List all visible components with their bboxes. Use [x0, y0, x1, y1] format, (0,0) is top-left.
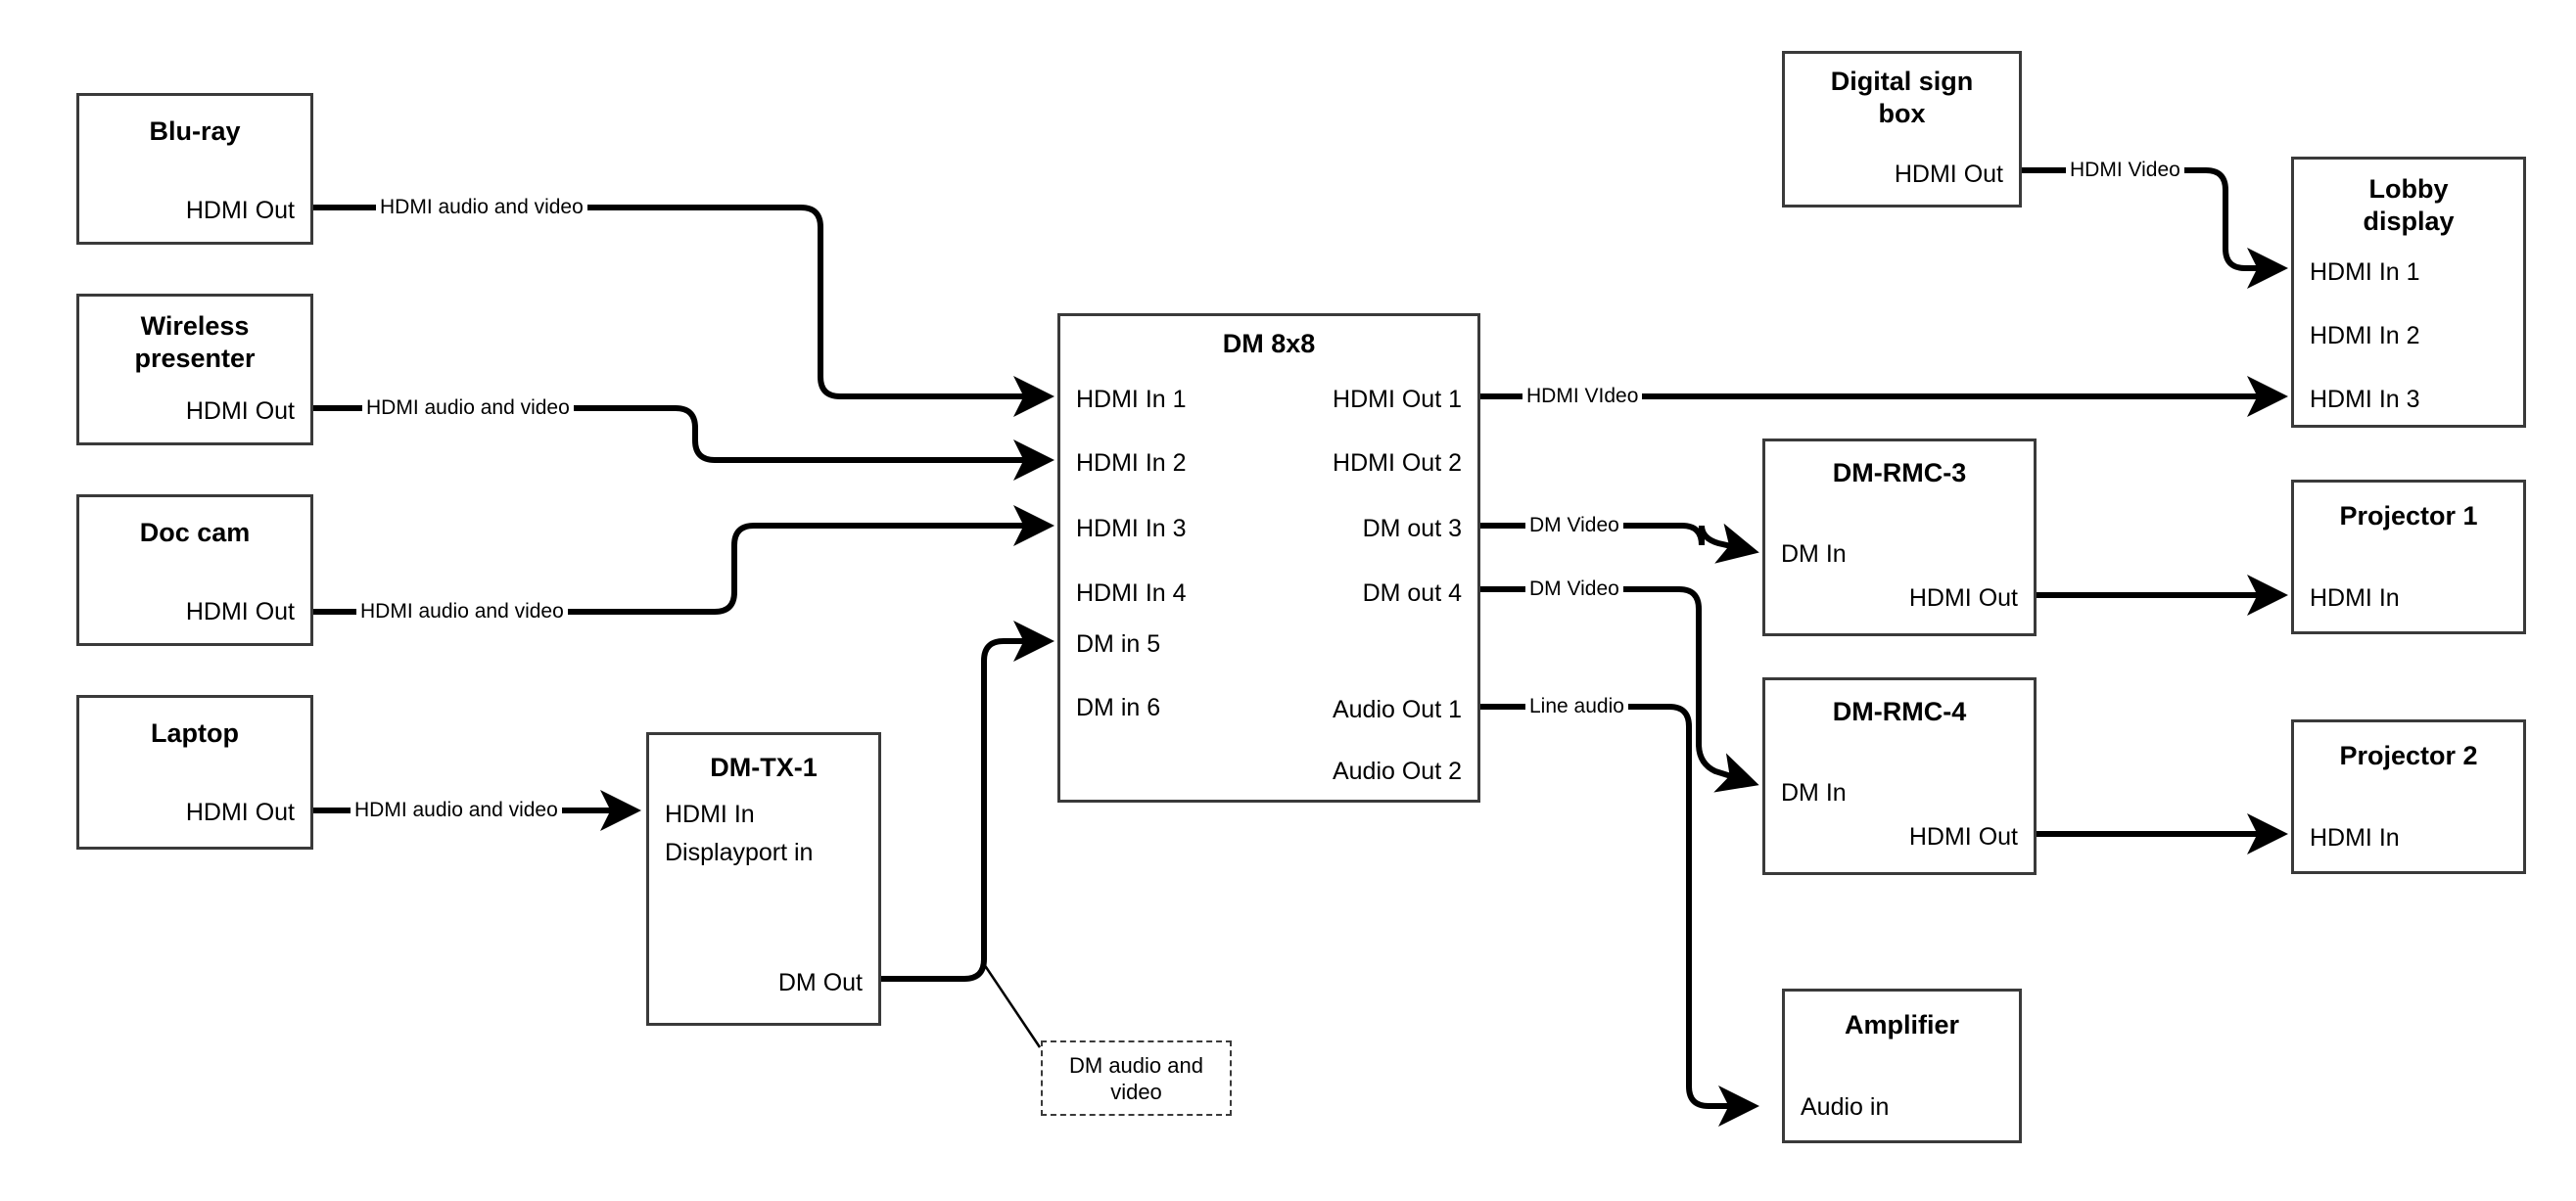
node-lobby-display-port-hdmi-in-3: HDMI In 3 — [2310, 386, 2420, 413]
node-dm-8x8-body[interactable]: DM 8x8 HDMI In 1 HDMI In 2 HDMI In 3 HDM… — [1057, 313, 1480, 803]
node-dm-rmc-3-port-hdmi-out: HDMI Out — [1908, 584, 2018, 612]
node-amplifier-title: Amplifier — [1844, 1010, 1960, 1039]
node-dm-rmc-3-title: DM-RMC-3 — [1832, 458, 1967, 487]
node-digital-sign-box-title-line1: Digital sign — [1830, 67, 1974, 96]
node-dm-tx-1-port-displayport-in: Displayport in — [665, 839, 814, 866]
node-dm-tx-1-port-hdmi-in: HDMI In — [665, 801, 755, 828]
node-dm-8x8-input-hdmi-in-3: HDMI In 3 — [1076, 515, 1187, 542]
wire-doccam-to-hdmi-in-3 — [313, 505, 1054, 615]
node-dm-8x8-output-hdmi-out-2: HDMI Out 2 — [1333, 449, 1462, 477]
node-dm-rmc-4-title: DM-RMC-4 — [1832, 697, 1967, 726]
wire-label-laptop-to-dmtx1: HDMI audio and video — [351, 799, 562, 822]
wire-audio-out-1-to-amplifier — [1480, 704, 1759, 1127]
node-laptop[interactable]: Laptop HDMI Out — [76, 695, 313, 850]
node-dm-rmc-4[interactable]: DM-RMC-4 DM In HDMI Out — [1762, 677, 2037, 875]
node-digital-sign-box-title-line2: box — [1878, 99, 1926, 128]
wire-label-doccam-to-hdmi-in-3: HDMI audio and video — [356, 600, 568, 624]
wire-dmtx1-to-dm-in-5 — [881, 621, 1054, 982]
wire-label-hdmi-out-1-to-lobby: HDMI VIdeo — [1522, 385, 1643, 408]
node-dm-rmc-4-port-dm-in: DM In — [1781, 779, 1847, 807]
node-bluray[interactable]: Blu-ray HDMI Out — [76, 93, 313, 245]
wire-label-bluray-to-hdmi-in-1: HDMI audio and video — [376, 196, 587, 219]
node-dm-8x8-output-audio-out-2: Audio Out 2 — [1332, 758, 1462, 785]
node-projector-1-port-hdmi-in: HDMI In — [2310, 584, 2400, 612]
node-bluray-title: Blu-ray — [149, 116, 241, 146]
node-dm-8x8-input-dm-in-5: DM in 5 — [1076, 630, 1161, 658]
wire-bluray-to-hdmi-in-1 — [313, 205, 1054, 417]
node-laptop-port-hdmi-out: HDMI Out — [185, 799, 295, 826]
node-bluray-port-hdmi-out: HDMI Out — [185, 197, 295, 224]
node-digital-sign-box-port-hdmi-out: HDMI Out — [1894, 161, 2003, 188]
callout-leader-line — [982, 963, 1042, 1048]
node-dm-8x8-output-hdmi-out-1: HDMI Out 1 — [1333, 386, 1462, 413]
wire-label-dm-out-3-to-rmc3: DM Video — [1525, 514, 1623, 537]
node-dm-rmc-3-port-dm-in: DM In — [1781, 540, 1847, 568]
node-projector-2-title: Projector 2 — [2339, 741, 2478, 770]
node-laptop-title: Laptop — [151, 718, 239, 748]
node-wireless-presenter[interactable]: Wireless presenter HDMI Out — [76, 294, 313, 445]
node-dm-rmc-3[interactable]: DM-RMC-3 DM In HDMI Out — [1762, 439, 2037, 636]
node-dm-tx-1[interactable]: DM-TX-1 HDMI In Displayport in DM Out — [646, 732, 881, 1026]
node-dm-8x8-output-dm-out-3: DM out 3 — [1362, 515, 1462, 542]
node-projector-1[interactable]: Projector 1 HDMI In — [2291, 480, 2526, 634]
node-dm-8x8-input-hdmi-in-4: HDMI In 4 — [1076, 579, 1187, 607]
node-amplifier-port-audio-in: Audio in — [1801, 1093, 1890, 1121]
wire-label-audio-out-1-to-amplifier: Line audio — [1525, 695, 1628, 718]
node-dm-8x8-title: DM 8x8 — [1222, 329, 1316, 358]
callout-dm-audio-and-video: DM audio and video — [1041, 1040, 1232, 1116]
node-dm-8x8-input-dm-in-6: DM in 6 — [1076, 694, 1161, 721]
node-lobby-display-title-line2: display — [2363, 207, 2455, 236]
node-wireless-presenter-title-line1: Wireless — [140, 311, 250, 341]
node-dm-rmc-4-port-hdmi-out: HDMI Out — [1908, 823, 2018, 851]
node-digital-sign-box[interactable]: Digital sign box HDMI Out — [1782, 51, 2022, 208]
node-doc-cam[interactable]: Doc cam HDMI Out — [76, 494, 313, 646]
node-dm-8x8-input-hdmi-in-2: HDMI In 2 — [1076, 449, 1187, 477]
wire-label-dm-out-4-to-rmc4: DM Video — [1525, 577, 1623, 601]
node-lobby-display[interactable]: Lobby display HDMI In 1 HDMI In 2 HDMI I… — [2291, 157, 2526, 428]
node-lobby-display-title-line1: Lobby — [2368, 174, 2449, 204]
node-projector-2-port-hdmi-in: HDMI In — [2310, 824, 2400, 852]
node-dm-tx-1-port-dm-out: DM Out — [777, 969, 863, 996]
node-dm-tx-1-title: DM-TX-1 — [710, 753, 818, 782]
node-doc-cam-title: Doc cam — [139, 518, 251, 547]
node-amplifier[interactable]: Amplifier Audio in — [1782, 989, 2022, 1143]
node-projector-1-title: Projector 1 — [2339, 501, 2478, 531]
node-doc-cam-port-hdmi-out: HDMI Out — [185, 598, 295, 625]
node-dm-8x8-output-audio-out-1: Audio Out 1 — [1332, 696, 1462, 723]
node-lobby-display-port-hdmi-in-2: HDMI In 2 — [2310, 322, 2420, 349]
wire-label-digitalsign-to-lobby: HDMI Video — [2066, 159, 2184, 182]
node-dm-8x8-output-dm-out-4: DM out 4 — [1362, 579, 1462, 607]
node-dm-8x8-input-hdmi-in-1: HDMI In 1 — [1076, 386, 1187, 413]
wire-digitalsign-to-lobby-hdmi-in-1 — [2022, 167, 2288, 289]
node-projector-2[interactable]: Projector 2 HDMI In — [2291, 719, 2526, 874]
node-wireless-presenter-title-line2: presenter — [134, 344, 256, 373]
node-wireless-presenter-port-hdmi-out: HDMI Out — [185, 397, 295, 425]
node-lobby-display-port-hdmi-in-1: HDMI In 1 — [2310, 258, 2420, 286]
wire-dm-out-4-to-dmrmc4 — [1480, 586, 1759, 793]
wire-label-wireless-to-hdmi-in-2: HDMI audio and video — [362, 396, 574, 420]
